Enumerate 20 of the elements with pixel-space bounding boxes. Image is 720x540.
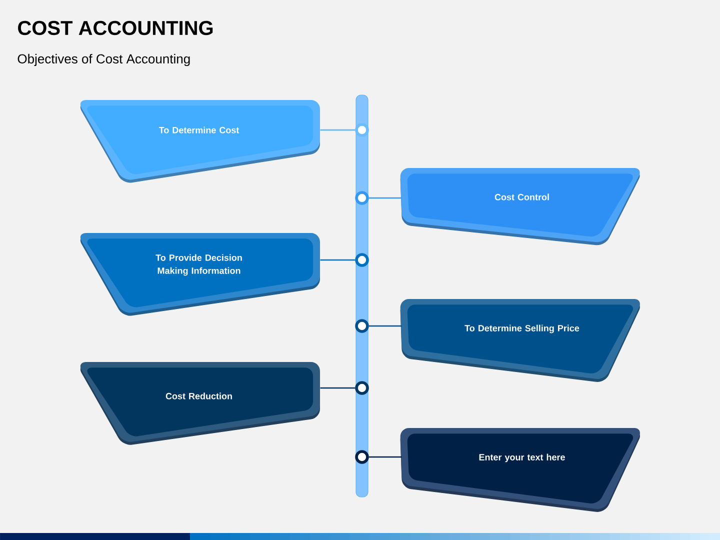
connector-line bbox=[368, 456, 402, 458]
subtitle: Objectives of Cost Accounting bbox=[18, 54, 190, 66]
connector-line bbox=[320, 259, 356, 261]
timeline-dot bbox=[355, 191, 369, 205]
title: COST ACCOUNTING bbox=[18, 20, 213, 36]
timeline-dot bbox=[355, 123, 369, 137]
connector-line bbox=[368, 325, 402, 327]
timeline-dot bbox=[355, 319, 369, 333]
connector-line bbox=[320, 387, 356, 389]
process-box: To Provide Decision Making Information bbox=[80, 233, 320, 316]
process-box: Cost Control bbox=[400, 168, 640, 246]
connector-line bbox=[320, 129, 356, 131]
timeline-dot bbox=[355, 253, 369, 267]
process-box: To Determine Selling Price bbox=[400, 299, 640, 382]
timeline-dot bbox=[355, 381, 369, 395]
connector-line bbox=[368, 197, 402, 199]
process-box: To Determine Cost bbox=[80, 100, 320, 183]
process-box: Enter your text here bbox=[400, 428, 640, 512]
process-box: Cost Reduction bbox=[80, 362, 320, 445]
timeline-dot bbox=[355, 450, 369, 464]
